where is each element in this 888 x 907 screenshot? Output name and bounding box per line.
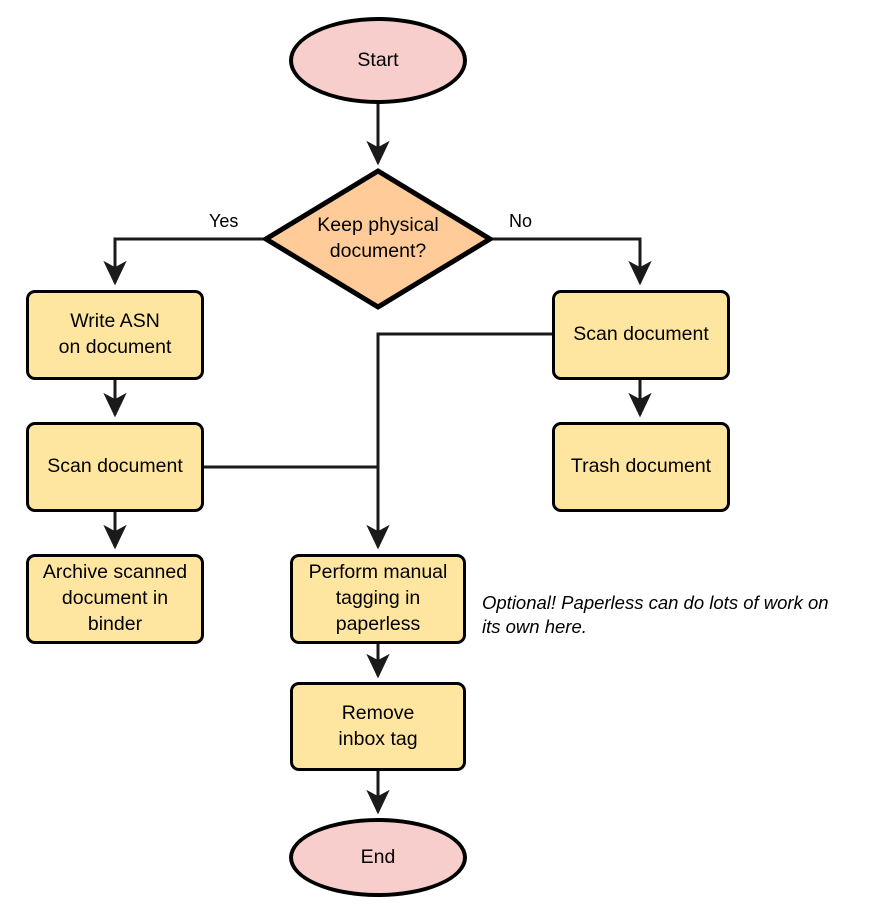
node-scan-document-left[interactable]: Scan document [26, 422, 204, 512]
edge-label-yes: Yes [209, 211, 239, 231]
node-scan-document-left-label: Scan document [47, 455, 183, 478]
node-archive-scanned-document-in-binder[interactable]: Archive scanned document in binder [26, 554, 204, 644]
node-keep-physical-document[interactable]: Keep physical document? [263, 168, 493, 310]
diamond-shape-icon [263, 168, 493, 310]
edge-decision-no-to-scan-right [490, 237, 652, 286]
node-end-label: End [360, 845, 396, 868]
node-remove-inbox-tag-label: Remove inbox tag [338, 701, 418, 750]
node-scan-document-right-label: Scan document [573, 323, 709, 346]
node-trash-document-label: Trash document [570, 455, 712, 478]
node-start-label: Start [357, 48, 399, 71]
node-start[interactable]: Start [289, 17, 467, 104]
annotation-optional-note-line2: its own here. [482, 616, 587, 638]
edge-decision-yes-to-write-asn [103, 237, 265, 286]
node-end[interactable]: End [289, 818, 467, 897]
node-scan-document-right[interactable]: Scan document [552, 290, 730, 380]
node-write-asn-on-document[interactable]: Write ASN on document [26, 290, 204, 380]
annotation-optional-note-line1: Optional! Paperless can do lots of work … [482, 592, 829, 613]
node-perform-manual-tagging[interactable]: Perform manual tagging in paperless [290, 554, 466, 644]
edge-scan-right-to-manual-tagging [366, 332, 552, 550]
node-write-asn-on-document-label: Write ASN on document [58, 310, 172, 358]
node-trash-document[interactable]: Trash document [552, 422, 730, 512]
node-remove-inbox-tag[interactable]: Remove inbox tag [290, 682, 466, 771]
node-archive-scanned-document-in-binder-label: Archive scanned document in binder [42, 561, 188, 635]
node-keep-physical-document-label: Keep physical document? [317, 214, 439, 262]
edge-label-no: No [509, 211, 533, 231]
annotation-optional-note: Optional! Paperless can do lots of work … [482, 591, 882, 639]
node-perform-manual-tagging-label: Perform manual tagging in paperless [308, 561, 448, 635]
